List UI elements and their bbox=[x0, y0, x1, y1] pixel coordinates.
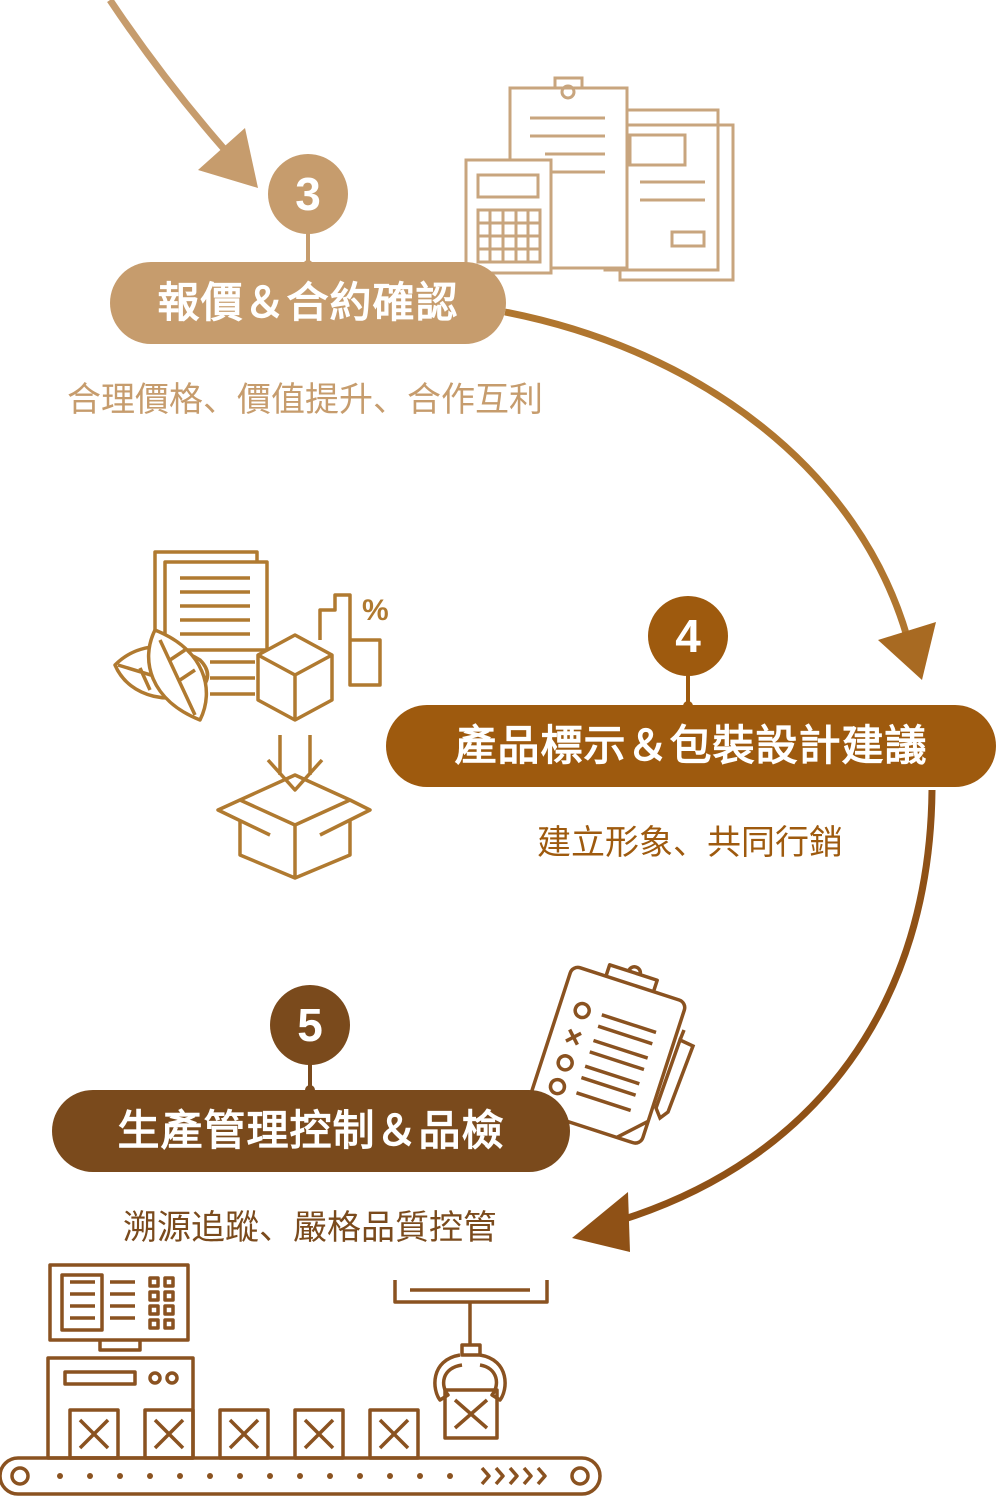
flow-arrow-step-3-to-4 bbox=[504, 308, 936, 680]
step-5-title: 生產管理控制＆品檢 bbox=[52, 1090, 570, 1172]
step-4-subtitle: 建立形象、共同行銷 bbox=[537, 823, 843, 863]
step-3-subtitle: 合理價格、價值提升、合作互利 bbox=[67, 380, 543, 420]
flow-arrow-into-step-3 bbox=[107, 0, 258, 188]
step-5-number: 5 bbox=[270, 985, 350, 1065]
step-4-title: 產品標示＆包裝設計建議 bbox=[386, 705, 996, 787]
pen-icon bbox=[654, 1029, 696, 1121]
step-3-number: 3 bbox=[268, 154, 348, 234]
packaging-design-icon bbox=[113, 550, 382, 880]
clipboard-calculator-icon bbox=[464, 76, 735, 282]
conveyor-dots bbox=[57, 1473, 453, 1479]
step-5-subtitle: 溯源追蹤、嚴格品質控管 bbox=[123, 1208, 497, 1248]
percent-glyph: % bbox=[362, 594, 389, 627]
production-line-icon bbox=[0, 1263, 602, 1496]
step-4-number: 4 bbox=[648, 596, 728, 676]
step-3-title: 報價＆合約確認 bbox=[110, 262, 506, 344]
checklist-clipboard-icon bbox=[526, 963, 687, 1145]
flow-arrow-step-4-to-5 bbox=[572, 789, 936, 1252]
